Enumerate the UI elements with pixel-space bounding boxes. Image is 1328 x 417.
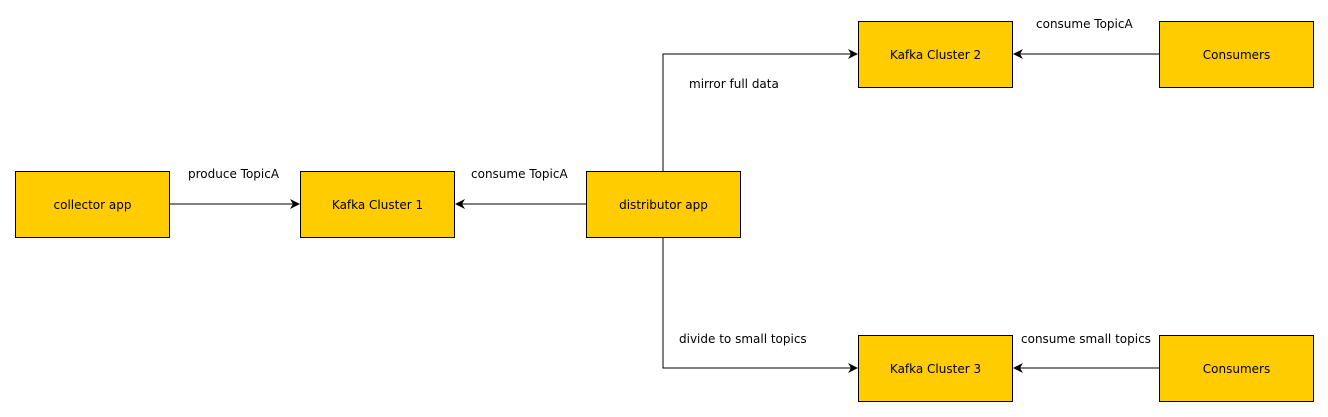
- kafka-cluster-1-node[interactable]: Kafka Cluster 1: [300, 171, 455, 238]
- edge-label-mirror: mirror full data: [689, 77, 779, 91]
- collector-app-node[interactable]: collector app: [15, 171, 170, 238]
- consumers-top-node[interactable]: Consumers: [1159, 21, 1314, 88]
- consumers-bottom-node[interactable]: Consumers: [1159, 335, 1314, 402]
- edge-label-consume-cluster1: consume TopicA: [471, 167, 568, 181]
- edge-label-divide: divide to small topics: [679, 332, 807, 346]
- kafka-cluster-2-node[interactable]: Kafka Cluster 2: [858, 21, 1013, 88]
- edge-label-consume-cluster2: consume TopicA: [1036, 17, 1133, 31]
- edge-label-consume-small: consume small topics: [1021, 332, 1151, 346]
- distributor-app-node[interactable]: distributor app: [586, 171, 741, 238]
- edge-mirror-full-data: [662, 49, 858, 171]
- edge-divide-small-topics: [662, 237, 858, 373]
- kafka-cluster-3-node[interactable]: Kafka Cluster 3: [858, 335, 1013, 402]
- edge-label-produce: produce TopicA: [188, 167, 280, 181]
